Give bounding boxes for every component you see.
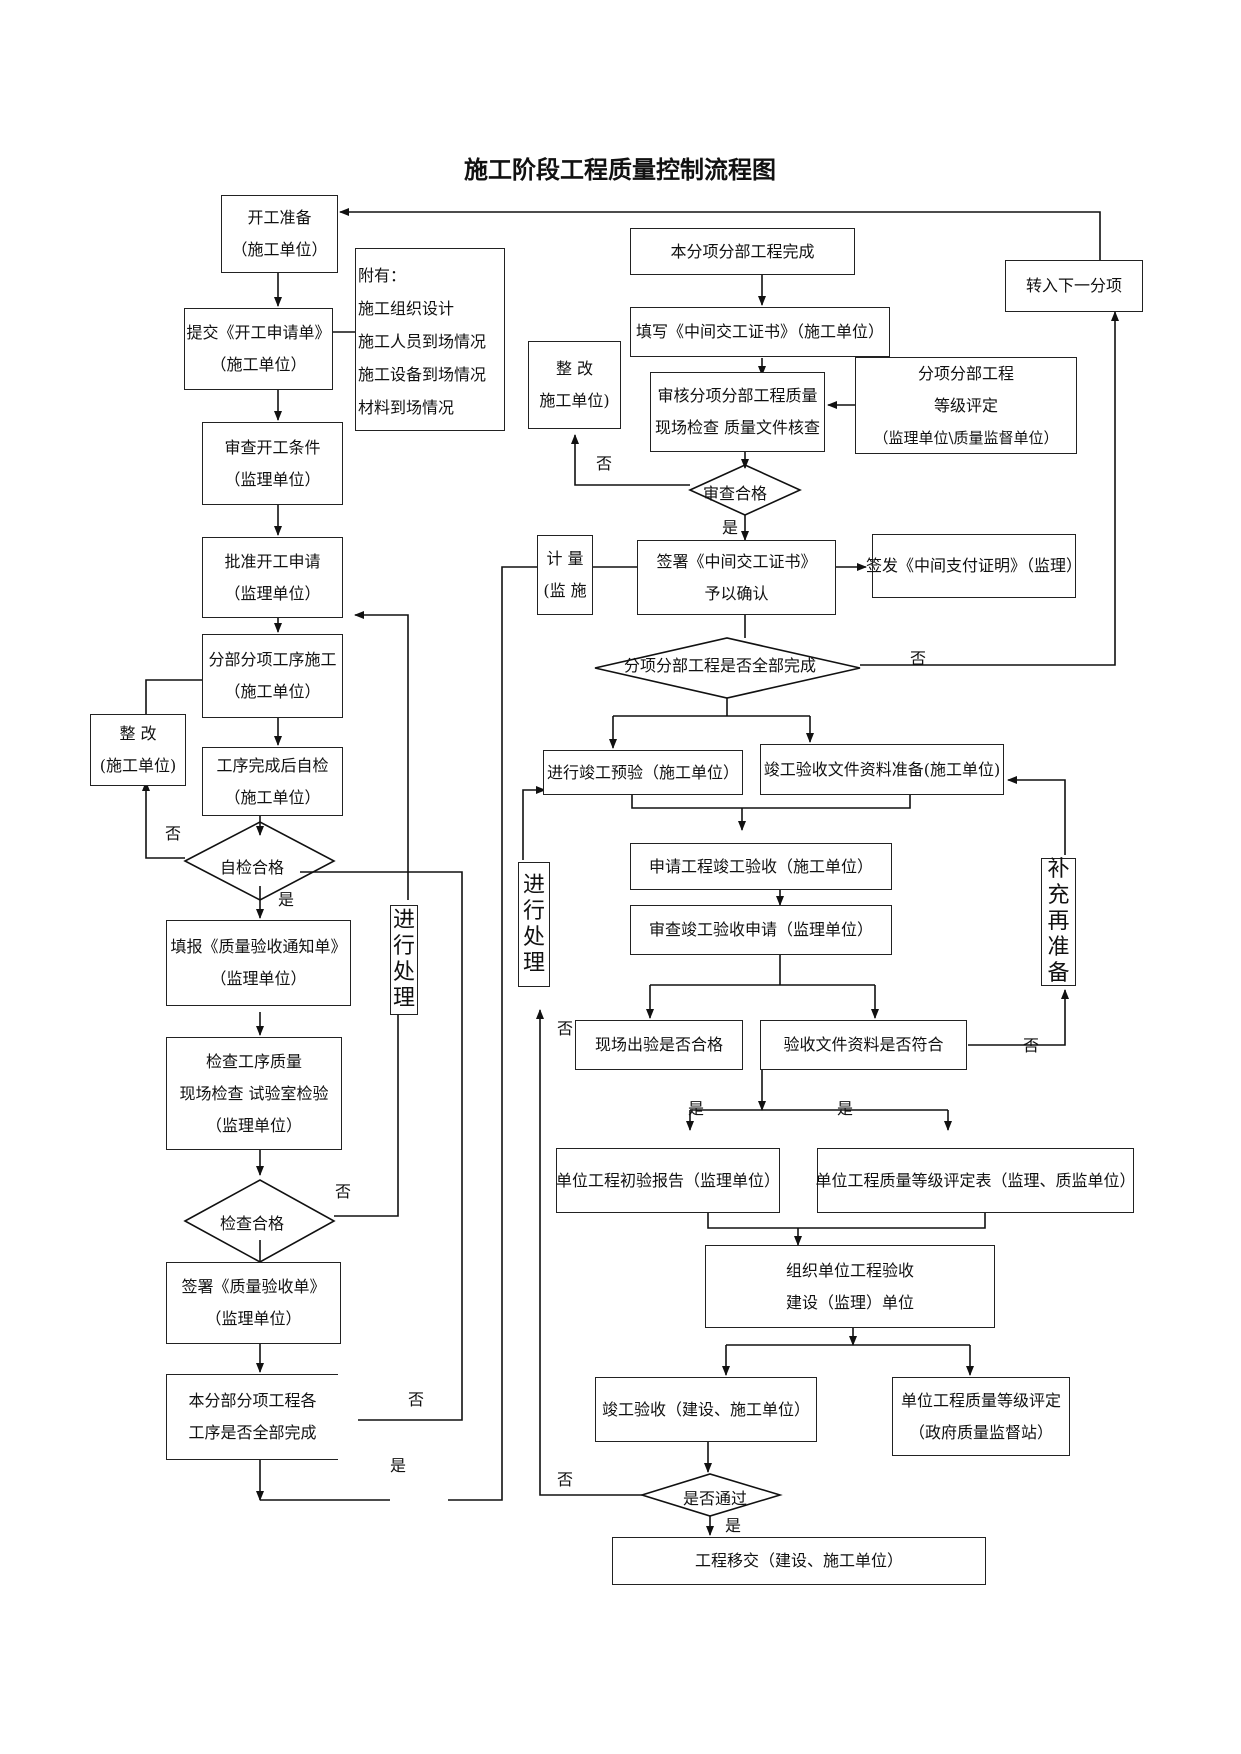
no-label: 否 bbox=[557, 1019, 574, 1038]
docs-prep-box: 竣工验收文件资料准备(施工单位) bbox=[760, 744, 1004, 795]
no-label: 否 bbox=[596, 454, 613, 473]
no-label: 否 bbox=[1023, 1036, 1040, 1055]
passed-label: 是否通过 bbox=[682, 1489, 748, 1508]
approve-request-box: 批准开工申请（监理单位） bbox=[202, 537, 343, 618]
yes-label: 是 bbox=[688, 1099, 705, 1118]
sign-acceptance-box: 签署《质量验收单》（监理单位） bbox=[166, 1262, 341, 1344]
next-item-box: 转入下一分项 bbox=[1005, 260, 1143, 312]
grading-box: 分项分部工程等级评定 （监理单位\质量监督单位） bbox=[855, 357, 1077, 454]
no-label: 否 bbox=[165, 824, 182, 843]
no-label: 否 bbox=[335, 1182, 352, 1201]
subdivision-work-box: 分部分项工序施工（施工单位） bbox=[202, 634, 343, 718]
review-pass-label: 审查合格 bbox=[702, 484, 768, 503]
left-handle-box: 进行处理 bbox=[390, 905, 418, 1015]
grading-table-box: 单位工程质量等级评定表（监理、质监单位） bbox=[816, 1148, 1136, 1213]
fill-certificate-box: 填写《中间交工证书》（施工单位） bbox=[630, 307, 890, 357]
item-complete-box: 本分项分部工程完成 bbox=[630, 228, 855, 275]
sign-certificate-box: 签署《中间交工证书》予以确认 bbox=[637, 540, 836, 615]
self-check-diamond bbox=[183, 821, 336, 901]
start-prep-box: 开工准备（施工单位） bbox=[221, 195, 338, 273]
docs-match-box: 验收文件资料是否符合 bbox=[760, 1020, 967, 1070]
review-diamond bbox=[688, 464, 802, 516]
pre-inspection-box: 进行竣工预验（施工单位） bbox=[543, 750, 743, 795]
no-label: 否 bbox=[910, 649, 927, 668]
gov-grading-box: 单位工程质量等级评定（政府质量监督站） bbox=[892, 1377, 1070, 1456]
issue-payment-box: 签发《中间支付证明》（监理） bbox=[866, 534, 1082, 598]
review-quality-box: 审核分项分部工程质量现场检查 质量文件核查 bbox=[650, 372, 825, 452]
self-check-box: 工序完成后自检（施工单位） bbox=[202, 747, 343, 816]
site-pass-box: 现场出验是否合格 bbox=[575, 1020, 743, 1070]
check-quality-box: 检查工序质量现场检查 试验室检验 （监理单位） bbox=[166, 1037, 342, 1150]
submit-request-box: 提交《开工申请单》（施工单位） bbox=[184, 308, 333, 390]
self-check-pass-label: 自检合格 bbox=[219, 858, 285, 877]
check-diamond bbox=[183, 1179, 336, 1263]
yes-label: 是 bbox=[278, 890, 295, 909]
right-rectify-box: 整 改施工单位) bbox=[528, 341, 621, 429]
right-handle-box: 进行处理 bbox=[518, 862, 550, 987]
organize-acceptance-box: 组织单位工程验收建设（监理）单位 bbox=[705, 1245, 995, 1328]
initial-report-box: 单位工程初验报告（监理单位） bbox=[556, 1148, 780, 1213]
measure-box: 计 量(监 施 bbox=[537, 535, 593, 615]
no-label: 否 bbox=[408, 1390, 425, 1409]
yes-label: 是 bbox=[722, 518, 739, 537]
check-pass-label: 检查合格 bbox=[219, 1214, 285, 1233]
fill-notice-box: 填报《质量验收通知单》（监理单位） bbox=[166, 920, 351, 1006]
supplement-box: 补充再准备 bbox=[1041, 857, 1076, 986]
attachments-box: 附有：施工组织设计 施工人员到场情况施工设备到场情况 材料到场情况 bbox=[355, 248, 505, 431]
left-rectify-box: 整 改(施工单位) bbox=[90, 714, 186, 786]
review-application-box: 审查竣工验收申请（监理单位） bbox=[630, 905, 892, 955]
review-conditions-box: 审查开工条件（监理单位） bbox=[202, 422, 343, 505]
final-acceptance-box: 竣工验收（建设、施工单位） bbox=[595, 1377, 817, 1442]
no-label: 否 bbox=[557, 1470, 574, 1489]
apply-acceptance-box: 申请工程竣工验收（施工单位） bbox=[630, 843, 892, 890]
all-items-complete-label: 分项分部工程是否全部完成 bbox=[623, 656, 817, 675]
passed-diamond bbox=[639, 1473, 783, 1517]
yes-label: 是 bbox=[837, 1099, 854, 1118]
all-items-diamond bbox=[594, 637, 861, 699]
handover-box: 工程移交（建设、施工单位） bbox=[612, 1537, 986, 1585]
page-title: 施工阶段工程质量控制流程图 bbox=[464, 156, 776, 184]
yes-label: 是 bbox=[725, 1516, 742, 1535]
all-complete-box: 本分部分项工程各工序是否全部完成 bbox=[166, 1374, 338, 1460]
yes-label: 是 bbox=[390, 1456, 407, 1475]
